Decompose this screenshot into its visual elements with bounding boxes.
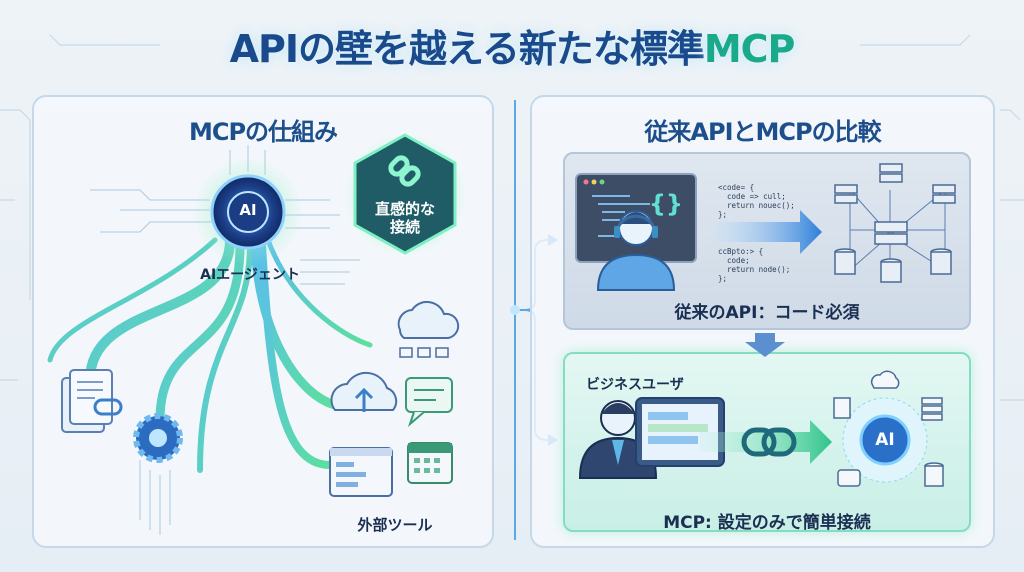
document-icon xyxy=(61,369,123,433)
business-user-label: ビジネスユーザ xyxy=(586,377,684,393)
mcp-caption: MCP: 設定のみで簡単接続 xyxy=(663,513,871,533)
cloud-server-icon xyxy=(397,300,460,358)
server-network-icon xyxy=(834,163,956,283)
chain-link-icon xyxy=(741,427,797,457)
link-icon xyxy=(388,155,421,187)
ai-icon-text: AI xyxy=(239,201,257,219)
left-panel-heading: MCPの仕組み xyxy=(188,118,338,146)
page-title: APIの壁を越える新たな標準MCP xyxy=(0,18,1024,73)
code-snippet-bottom: ccBpto:> { code; return node(); }; xyxy=(718,247,791,283)
code-snippet-top: <code= { code => cull; return nouec(); }… xyxy=(718,183,795,219)
calendar-icon xyxy=(407,442,453,484)
arrow-right-icon xyxy=(715,210,822,254)
intuitive-connection-badge xyxy=(353,133,457,255)
cloud-upload-icon xyxy=(330,371,398,412)
ai-hub-icon xyxy=(833,370,944,487)
badge-text: 直感的な接続 xyxy=(355,200,455,236)
title-main: APIの壁を越える新たな標準 xyxy=(229,27,705,71)
developer-avatar xyxy=(596,210,676,291)
app-window-icon xyxy=(329,447,393,497)
ai-hub-text: AI xyxy=(875,430,895,450)
chat-icon xyxy=(405,377,453,428)
down-arrow-icon xyxy=(745,333,785,357)
ai-agent-label: AIエージェント xyxy=(200,267,300,283)
traditional-api-caption: 従来のAPI：コード必須 xyxy=(674,303,860,323)
braces-icon: {} xyxy=(648,190,683,218)
badge-line1: 直感的な xyxy=(374,200,435,218)
right-panel-heading: 従来APIとMCPの比較 xyxy=(644,118,881,146)
badge-line2: 接続 xyxy=(389,218,420,236)
title-accent: MCP xyxy=(703,27,796,71)
gear-icon xyxy=(133,413,183,463)
external-tools-label: 外部ツール xyxy=(357,516,433,534)
